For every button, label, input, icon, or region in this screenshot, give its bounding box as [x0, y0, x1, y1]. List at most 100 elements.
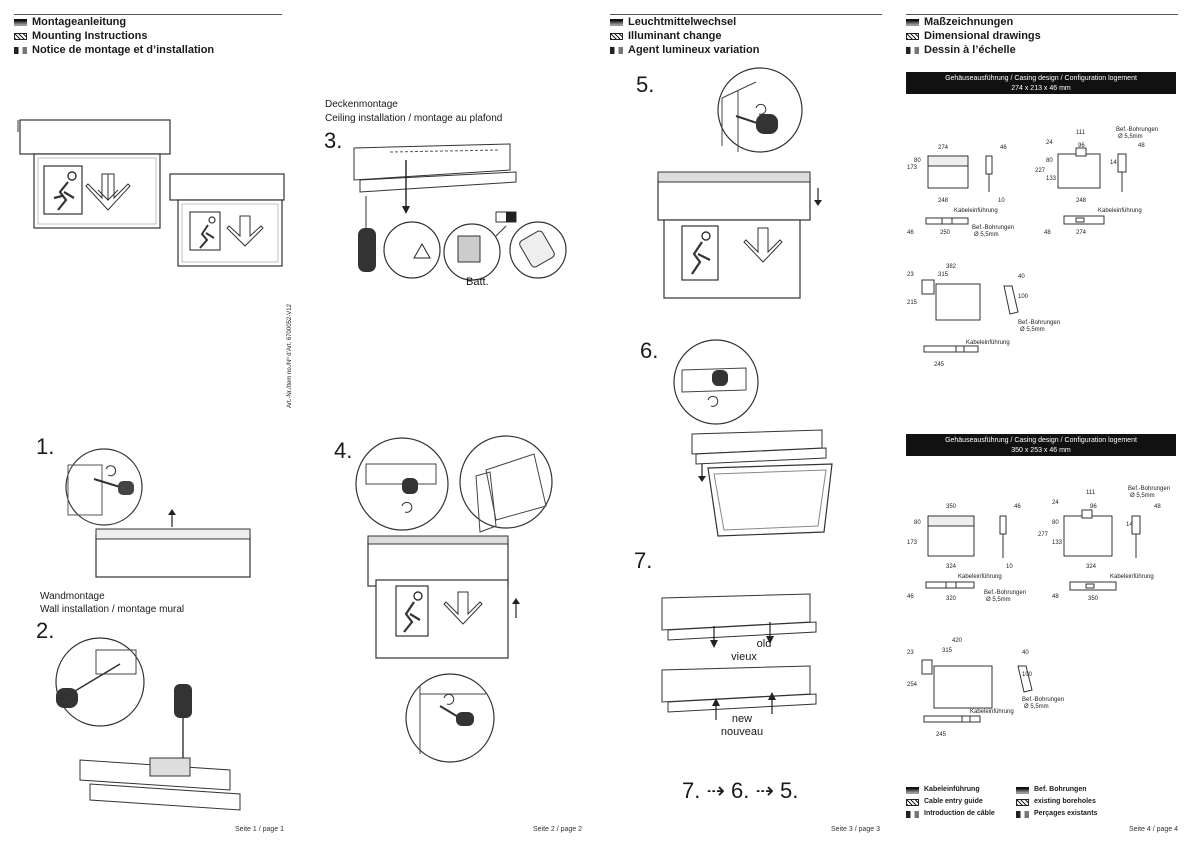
dim2-ceil-d: 40	[1022, 650, 1029, 656]
exit-sign-illustration	[17, 119, 285, 267]
dim2-ceil-w2: 315	[942, 648, 953, 654]
dim1-ceil-h: 23	[907, 272, 914, 278]
dim1-cable-label: Kabeleinführung	[954, 208, 998, 214]
dim2-ceil-h2: 254	[907, 682, 918, 688]
dim1-d3: 48	[1044, 230, 1051, 236]
dim2-ceil-w: 420	[952, 638, 963, 644]
english-flag-icon	[1016, 798, 1029, 806]
dim2-d3: 48	[1052, 594, 1059, 600]
wall-caption-de: Wandmontage	[40, 591, 105, 602]
dim2-side-e: 14	[1126, 522, 1133, 528]
dim2-bore-label-b: Bef.-Bohrungen	[1128, 486, 1171, 492]
step-7-number: 7.	[634, 548, 653, 573]
dim1-side-d: 133	[1046, 176, 1057, 182]
dim1-top: 111	[1076, 130, 1086, 136]
dim2-cable-label: Kabeleinführung	[958, 574, 1002, 580]
dim1-cable-label-c: Kabeleinführung	[966, 340, 1010, 346]
step-5-illustration	[657, 67, 822, 299]
dim2-w2: 350	[1088, 596, 1099, 602]
step-1-number: 1.	[36, 434, 55, 459]
old-label: old	[756, 638, 772, 650]
casing-band-1: Gehäuseausführung / Casing design / Conf…	[906, 72, 1176, 94]
dim1-side-a: 24	[1046, 140, 1053, 146]
dimension-drawing-1	[921, 147, 1127, 353]
dim2-side-a: 24	[1052, 500, 1059, 506]
dim1-bore-size-b: Ø 5,5mm	[1118, 134, 1143, 140]
page-4-label: Seite 4 / page 4	[1129, 826, 1179, 833]
dim1-bore-label-b: Bef.-Bohrungen	[1116, 127, 1159, 133]
legend-boreholes: Bef. Bohrungen existing boreholes Perçag…	[1016, 784, 1097, 820]
new-label: new	[731, 713, 753, 725]
step-3-number: 3.	[324, 128, 343, 153]
dim1-ceil-w: 382	[946, 264, 957, 270]
dim1-d: 46	[1000, 145, 1007, 151]
step-5-number: 5.	[636, 72, 655, 97]
french-flag-icon	[906, 810, 919, 818]
dim1-top2: 96	[1078, 143, 1085, 149]
casing-band-2-size: 350 x 253 x 46 mm	[1011, 447, 1071, 454]
header-de: Maßzeichnungen	[924, 16, 1014, 28]
dimension-drawing-2	[921, 509, 1141, 723]
step-6-illustration	[673, 339, 833, 537]
german-flag-icon	[906, 786, 919, 794]
page1-headers: Montageanleitung Mounting Instructions N…	[14, 15, 214, 57]
dim1-h-a: 173	[907, 165, 918, 171]
dim2-top2: 96	[1090, 504, 1097, 510]
legend-cable-fr: Introduction de câble	[924, 810, 995, 817]
header-en: Dimensional drawings	[924, 30, 1041, 42]
dim2-ceil-e: 100	[1022, 672, 1033, 678]
german-flag-icon	[14, 18, 27, 26]
step-sequence: 7. ⇢ 6. ⇢ 5.	[682, 778, 799, 803]
dim2-bore-size-c: Ø 5,5mm	[1024, 704, 1049, 710]
dim2-side-d: 133	[1052, 540, 1063, 546]
header-de: Leuchtmittelwechsel	[628, 16, 737, 28]
dim1-foot: 10	[998, 198, 1005, 204]
dim1-side-c: 227	[1035, 168, 1046, 174]
dim1-base: 248	[938, 198, 949, 204]
step-6-number: 6.	[640, 338, 659, 363]
dim1-bore-size-c: Ø 5,5mm	[1020, 327, 1045, 333]
page-2-label: Seite 2 / page 2	[533, 826, 583, 833]
ceiling-caption-de: Deckenmontage	[325, 99, 398, 110]
dim1-w2: 274	[1076, 230, 1087, 236]
dim1-ceil-e: 100	[1018, 294, 1029, 300]
german-flag-icon	[610, 18, 623, 26]
legend-cable: Kabeleinführung Cable entry guide Introd…	[906, 784, 995, 820]
casing-band-2: Gehäuseausführung / Casing design / Conf…	[906, 434, 1176, 456]
dim1-side-b: 80	[1046, 158, 1053, 164]
page4-headers: Maßzeichnungen Dimensional drawings Dess…	[906, 15, 1041, 57]
german-flag-icon	[906, 18, 919, 26]
dim1-d2: 46	[907, 230, 914, 236]
header-en: Mounting Instructions	[32, 30, 148, 42]
article-number: Art.-Nr./Item no./Nº d’Art. 6700052-V12	[287, 304, 293, 408]
dim2-w: 350	[946, 504, 957, 510]
legend-cable-en: Cable entry guide	[924, 798, 983, 805]
dim2-base: 324	[946, 564, 957, 570]
dim1-w: 274	[938, 145, 949, 151]
dim1-cable-label-b: Kabeleinführung	[1098, 208, 1142, 214]
ceiling-caption: Ceiling installation / montage au plafon…	[325, 113, 503, 124]
dim1-ceil-h2: 215	[907, 300, 918, 306]
step-1-illustration	[65, 448, 251, 578]
dim1-bore-label-c: Bef.-Bohrungen	[1018, 320, 1061, 326]
dim2-bore-label-a: Bef.-Bohrungen	[984, 590, 1027, 596]
dim2-foot: 10	[1006, 564, 1013, 570]
dim2-side-b: 80	[1052, 520, 1059, 526]
old-label-fr: vieux	[731, 651, 757, 663]
step-4-illustration	[355, 435, 553, 763]
dim1-foot2: 245	[934, 362, 945, 368]
dim2-h-a: 173	[907, 540, 918, 546]
dim2-bore-size-a: Ø 5,5mm	[986, 597, 1011, 603]
dim1-bore-label-a: Bef.-Bohrungen	[972, 225, 1015, 231]
dim1-ceil-w2: 315	[938, 272, 949, 278]
casing-band-1-size: 274 x 213 x 46 mm	[1011, 85, 1071, 92]
dim1-bore-size-a: Ø 5,5mm	[974, 232, 999, 238]
dim2-h-b: 80	[914, 520, 921, 526]
step-4-number: 4.	[334, 438, 353, 463]
dim2-bore-size-b: Ø 5,5mm	[1130, 493, 1155, 499]
dim1-top3: 48	[1138, 143, 1145, 149]
dim2-bore-label-c: Bef.-Bohrungen	[1022, 697, 1065, 703]
legend-bore-en: existing boreholes	[1034, 798, 1096, 805]
dim1-ceil-d: 40	[1018, 274, 1025, 280]
dim1-side-e: 14	[1110, 160, 1117, 166]
